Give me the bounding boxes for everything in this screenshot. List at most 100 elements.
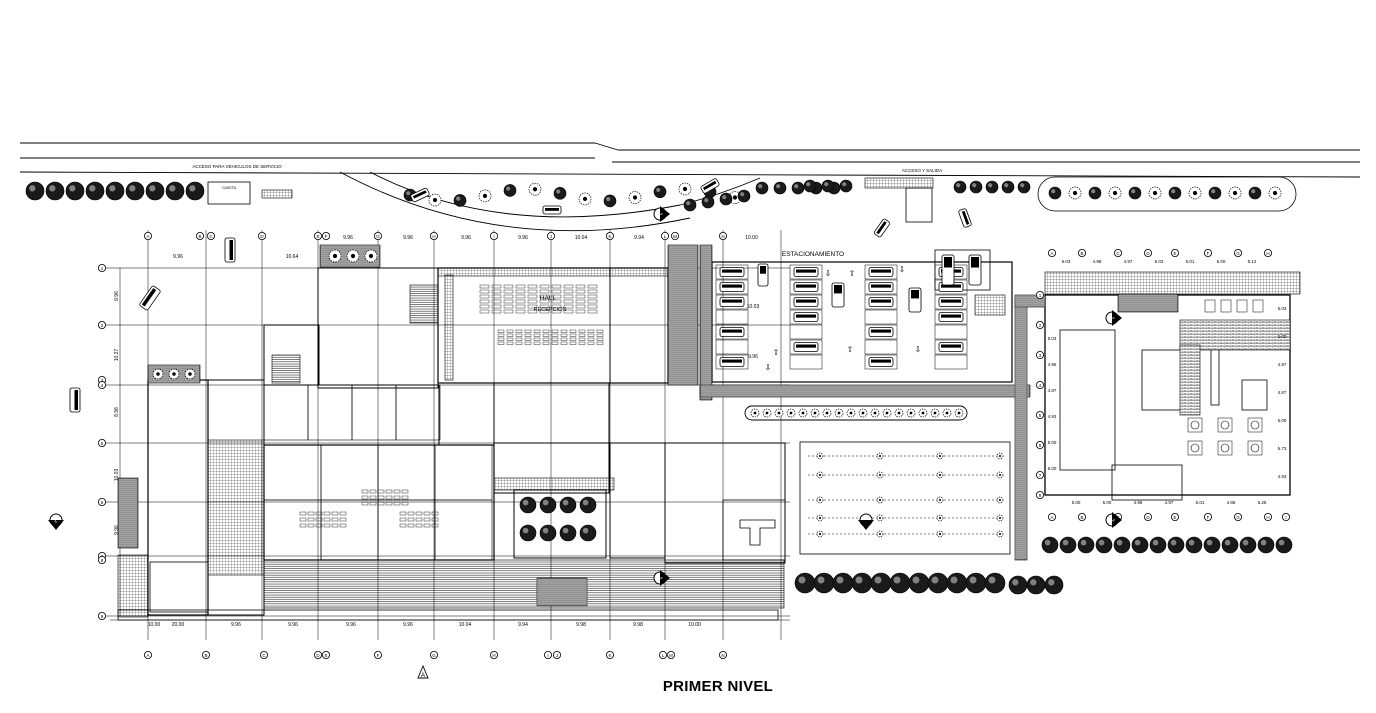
grid-bubble-left (98, 320, 107, 329)
central-block (493, 442, 610, 494)
seat (497, 329, 505, 333)
grid-bubble-bottom (313, 651, 322, 660)
tree-highlight (29, 185, 36, 192)
tree-symbol (1203, 536, 1221, 554)
tree-highlight (562, 499, 569, 506)
car-symbol (719, 282, 745, 292)
shrub-core (837, 411, 841, 415)
seat (539, 289, 550, 294)
grid-bubble-right-side (1036, 320, 1045, 329)
tree-symbol (755, 181, 769, 195)
dimension-label: 4.88 (1227, 500, 1236, 505)
desk (407, 511, 415, 516)
grid-bubble-top (671, 231, 680, 240)
shrub-core (1272, 190, 1278, 196)
shrub-core (368, 253, 374, 259)
desk (393, 495, 401, 500)
parking-stall (789, 324, 823, 340)
shrub-core (1232, 190, 1238, 196)
seat (533, 333, 541, 337)
shrub-core (938, 516, 942, 520)
tree-highlight (606, 197, 611, 202)
parking-stall (789, 294, 823, 310)
desk (401, 489, 409, 494)
grid-bubble-bottom (719, 651, 728, 660)
dimension-label: 5.03 (1048, 336, 1057, 341)
dimension-label: 5.03 (1062, 259, 1071, 264)
tree-symbol (25, 181, 45, 201)
grid-bubble-right-bottom (1234, 513, 1243, 522)
tree-highlight (506, 186, 511, 191)
grid-bubble-right-bottom (1204, 513, 1213, 522)
seat (524, 333, 532, 337)
seat (527, 284, 538, 289)
tree-symbol (1128, 186, 1142, 200)
tree-symbol (813, 572, 835, 594)
grid-label: 3 (101, 378, 104, 383)
seat (503, 309, 514, 314)
grid-bubble-right-top (1264, 248, 1273, 257)
desk (385, 501, 393, 506)
dimension-label: 10.04 (575, 235, 588, 241)
shrub-core (873, 411, 877, 415)
seat (533, 341, 541, 345)
seat (575, 289, 586, 294)
parking-stall (715, 264, 749, 280)
tree-highlight (169, 185, 176, 192)
parking-stall (864, 339, 898, 355)
dimension-label: 9.98 (576, 622, 586, 628)
parking-stall (934, 294, 968, 310)
parking-stall (864, 309, 898, 325)
grid-label: G (1236, 515, 1240, 520)
dimension-label: 5.00 (1103, 500, 1112, 505)
desk (401, 501, 409, 506)
table (1190, 420, 1200, 430)
shrub-core (878, 473, 882, 477)
tree-highlight (722, 195, 727, 200)
shrub-core (682, 186, 688, 192)
seat (587, 294, 598, 299)
table (1220, 443, 1230, 453)
shrub-core (172, 372, 176, 376)
shrub-core (765, 411, 769, 415)
desk (323, 517, 331, 522)
tree-symbol (105, 181, 125, 201)
seat (587, 284, 598, 289)
desk (369, 501, 377, 506)
tree-highlight (1098, 539, 1105, 546)
seat (551, 299, 562, 304)
tree-highlight (149, 185, 156, 192)
car-symbol (793, 342, 819, 352)
seat (497, 333, 505, 337)
dimension-label: 5.03 (1278, 306, 1287, 311)
shrub-core (849, 411, 853, 415)
tree-highlight (912, 576, 920, 584)
dimension-label: 4.97 (1165, 500, 1174, 505)
car-symbol (719, 267, 745, 277)
car-symbol (868, 282, 894, 292)
tree-highlight (1152, 539, 1159, 546)
table (1220, 420, 1230, 430)
parking-stall (934, 309, 968, 325)
car-symbol (757, 263, 769, 287)
tree-highlight (988, 183, 993, 188)
shrub-core (1072, 190, 1078, 196)
grid-bubble-top (719, 231, 728, 240)
seat (587, 341, 595, 345)
ramp-symbol (739, 519, 776, 546)
grid-label: H (1266, 515, 1269, 520)
grid-bubble-bottom (544, 651, 553, 660)
grid-label: 8 (1039, 493, 1042, 498)
tree-symbol (1077, 536, 1095, 554)
car-symbol (793, 267, 819, 277)
desk (393, 489, 401, 494)
road-edge (19, 171, 1361, 178)
dimension-label: 5.03 (1155, 259, 1164, 264)
seat (575, 294, 586, 299)
tree-highlight (542, 527, 549, 534)
desk (393, 501, 401, 506)
tree-highlight (556, 189, 561, 194)
section-marker (858, 513, 874, 530)
tree-symbol (579, 496, 597, 514)
parking-border (699, 244, 713, 401)
